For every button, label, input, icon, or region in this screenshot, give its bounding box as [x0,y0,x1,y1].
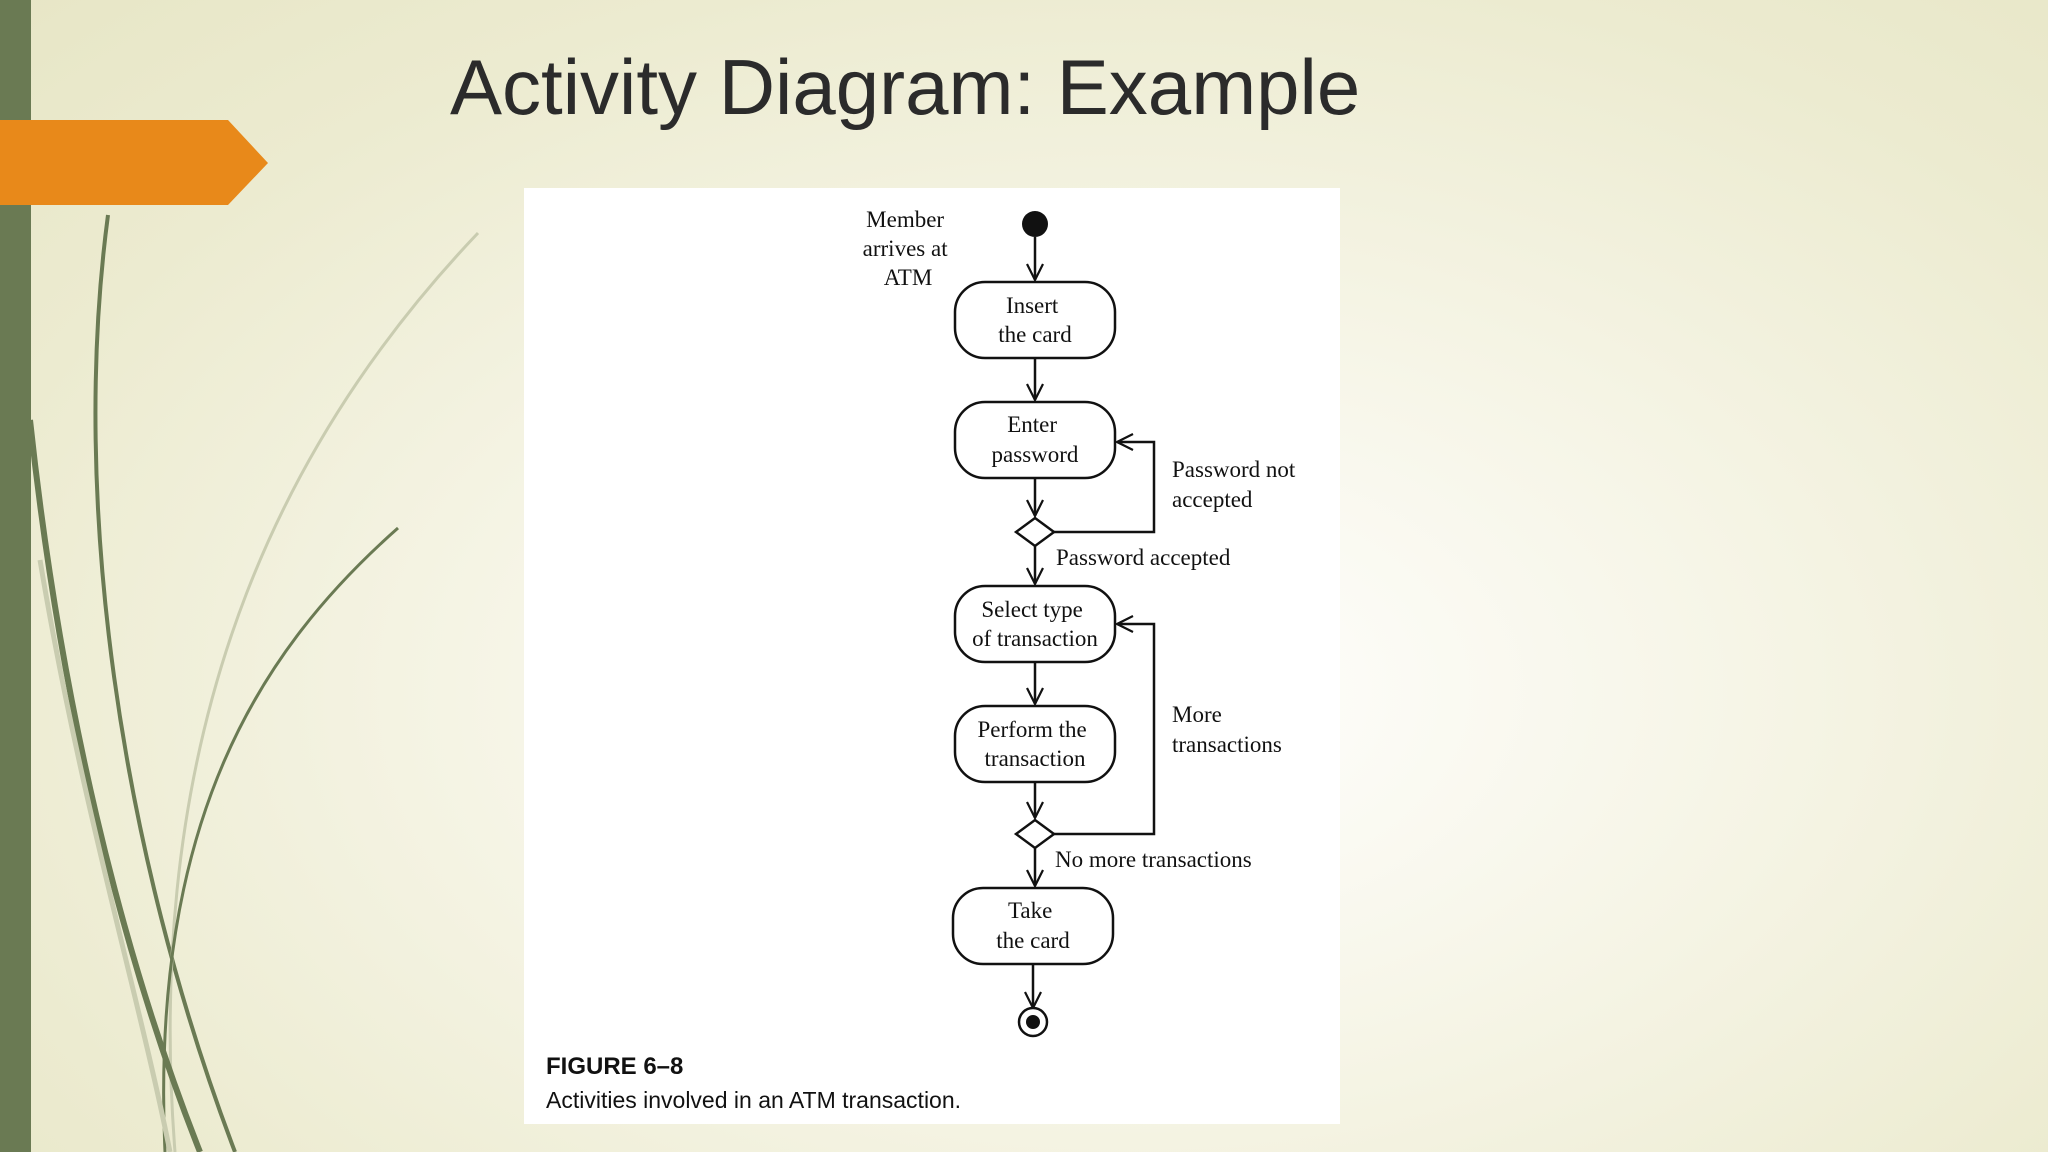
guard-no-more-transactions: No more transactions [1055,847,1252,872]
initial-node [1022,211,1048,237]
activity-label: the card [998,322,1072,347]
decision-password [1013,516,1057,548]
activity-label: password [992,442,1079,467]
start-note: Member arrives at ATM [863,207,954,290]
activity-label: the card [996,928,1070,953]
svg-text:Enter password: Enter password [992,412,1079,467]
svg-text:Take the card: Take the card [996,898,1070,953]
svg-text:Select type of transacti: Select type of transaction [972,597,1098,651]
activity-label: Select type [981,597,1083,622]
svg-text:Insert the card: Insert the card [998,293,1072,347]
guard-password-not-accepted: Password not accepted [1172,457,1301,512]
activity-label: Perform the [978,717,1087,742]
decorative-leaf-strokes [0,120,480,1152]
decision-more-transactions [1013,818,1057,850]
figure-caption-title: FIGURE 6–8 [546,1053,683,1080]
activity-label: transaction [985,746,1086,771]
activity-diagram: Member arrives at ATM Insert the card En… [546,207,1301,1113]
activity-label: Insert [1006,293,1059,318]
final-node-dot [1026,1015,1040,1029]
guard-more-transactions: More transactions [1172,702,1282,757]
activity-label: of transaction [972,626,1098,651]
guard-password-accepted: Password accepted [1056,545,1231,570]
figure-caption-text: Activities involved in an ATM transactio… [546,1087,961,1113]
slide-title: Activity Diagram: Example [450,43,1361,131]
activity-label: Enter [1007,412,1057,437]
activity-label: Take [1008,898,1052,923]
orange-arrow-tab [0,120,268,205]
diagram-figure: Member arrives at ATM Insert the card En… [524,188,1340,1124]
svg-text:Perform the transaction: Perform the transaction [978,717,1093,771]
